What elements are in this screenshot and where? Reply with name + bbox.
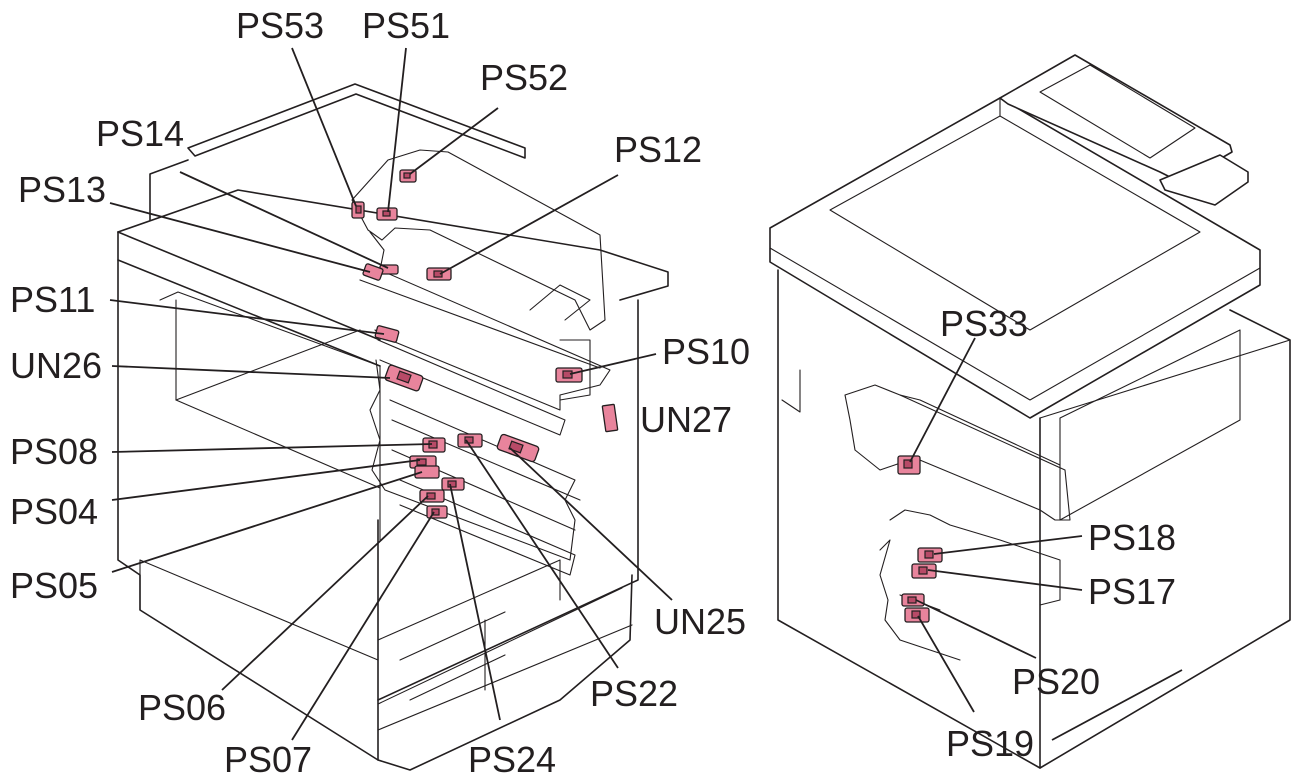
label-ps24: PS24 (468, 739, 556, 776)
label-ps52: PS52 (480, 57, 568, 98)
sensor-ps17 (911, 563, 937, 579)
label-ps22: PS22 (590, 673, 678, 714)
label-ps07: PS07 (224, 739, 312, 776)
label-ps33: PS33 (940, 303, 1028, 344)
sensor-ps24 (441, 477, 465, 491)
label-ps20: PS20 (1012, 661, 1100, 702)
sensor-ps51 (376, 207, 398, 221)
label-ps06: PS06 (138, 687, 226, 728)
label-ps12: PS12 (614, 129, 702, 170)
label-ps18: PS18 (1088, 517, 1176, 558)
sensor-ps18 (917, 547, 943, 563)
label-un26: UN26 (10, 345, 102, 386)
sensor-ps13 (362, 263, 384, 281)
sensor-ps07 (426, 505, 448, 519)
label-ps19: PS19 (946, 723, 1034, 764)
labels: PS53 PS51 PS52 PS14 PS12 PS13 PS11 UN26 … (10, 5, 1176, 776)
sensor-ps20 (901, 593, 925, 607)
label-ps08: PS08 (10, 431, 98, 472)
label-ps05: PS05 (10, 565, 98, 606)
label-ps17: PS17 (1088, 571, 1176, 612)
label-ps14: PS14 (96, 113, 184, 154)
label-ps10: PS10 (662, 331, 750, 372)
sensor-ps10 (555, 367, 583, 383)
label-un25: UN25 (654, 601, 746, 642)
sensor-ps11 (374, 325, 400, 343)
sensor-ps33 (897, 455, 921, 475)
sensor-parts (351, 169, 943, 623)
sensor-un26 (384, 364, 424, 392)
sensor-un27 (601, 403, 619, 433)
sensor-ps53 (351, 201, 365, 219)
leader-lines (109, 47, 1183, 741)
sensor-ps19 (904, 607, 930, 623)
right-machine-outline (769, 54, 1291, 769)
label-un27: UN27 (640, 399, 732, 440)
sensor-ps05 (414, 465, 440, 479)
label-ps11: PS11 (10, 279, 95, 320)
label-ps51: PS51 (362, 5, 450, 46)
label-ps13: PS13 (18, 169, 106, 210)
left-machine-outline (117, 83, 669, 771)
sensor-un25 (496, 433, 540, 463)
label-ps53: PS53 (236, 5, 324, 46)
label-ps04: PS04 (10, 491, 98, 532)
